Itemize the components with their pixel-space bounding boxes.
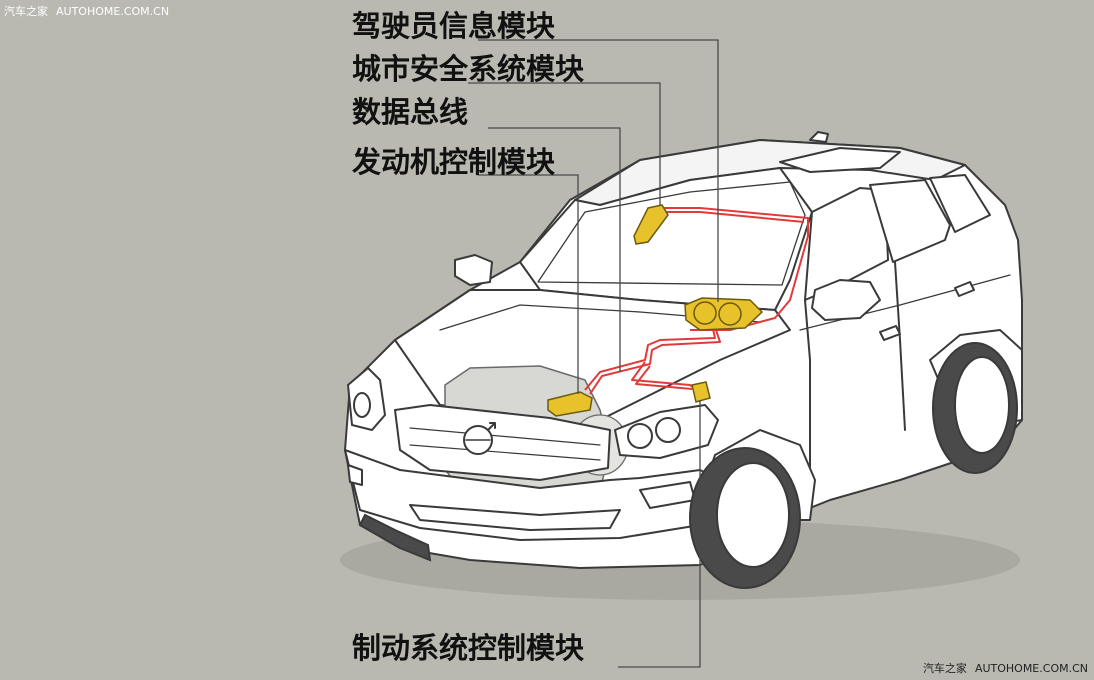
watermark-bottom-name: 汽车之家 — [922, 662, 967, 675]
grille-bar-1 — [409, 427, 601, 446]
front-left-tire — [358, 513, 432, 562]
right-mirror — [811, 279, 881, 321]
sunroof — [779, 147, 901, 173]
watermark-top-url: AUTOHOME.COM.CN — [56, 5, 170, 18]
rear-rim — [954, 356, 1010, 454]
front-door-handle — [879, 325, 901, 341]
leader-lines — [468, 39, 719, 668]
windshield-inner-line — [537, 181, 806, 286]
label-driver-info-module: 驾驶员信息模块 — [352, 9, 556, 43]
grille — [394, 404, 611, 481]
fog-light-left — [347, 464, 363, 486]
windshield — [519, 167, 813, 311]
right-headlight-lens-1 — [627, 423, 653, 449]
watermark-top: 汽车之家 AUTOHOME.COM.CN — [4, 3, 169, 19]
right-headlight-lens-2 — [655, 417, 681, 443]
rear-wheel — [932, 342, 1018, 474]
leader-brake-control — [618, 400, 701, 668]
engine-control-module — [547, 391, 593, 417]
bus-wire-dash — [584, 324, 716, 391]
car-illustration — [344, 131, 1023, 569]
body-side-crease — [799, 274, 1011, 331]
front-wheel — [689, 447, 801, 589]
leader-driver-info — [478, 39, 719, 302]
roof-antenna — [809, 131, 829, 143]
front-rim — [716, 462, 790, 568]
left-mirror — [454, 254, 493, 286]
city-safety-module — [633, 204, 669, 245]
label-city-safety-module: 城市安全系统模块 — [352, 52, 585, 86]
watermark-bottom-url: AUTOHOME.COM.CN — [974, 662, 1088, 675]
modules — [547, 204, 764, 417]
front-door-line — [804, 299, 811, 471]
front-left-wheel — [358, 513, 432, 562]
brand-badge-arrow — [487, 422, 496, 431]
label-brake-control-module: 制动系统控制模块 — [352, 631, 585, 665]
bumper-lower-intake — [409, 504, 621, 531]
label-engine-control-module: 发动机控制模块 — [352, 145, 556, 179]
leader-data-bus — [488, 127, 621, 372]
rear-side-window — [869, 179, 951, 263]
left-headlight-lens — [353, 392, 371, 418]
quarter-window — [929, 174, 991, 233]
bus-wire-engine-bay-2 — [635, 365, 693, 390]
watermark-bottom: 汽车之家 AUTOHOME.COM.CN — [923, 660, 1088, 676]
leader-engine-control — [478, 174, 579, 394]
leader-city-safety — [468, 82, 661, 205]
grille-bar-2 — [409, 444, 601, 461]
label-data-bus: 数据总线 — [352, 95, 469, 129]
watermark-top-name: 汽车之家 — [4, 5, 48, 18]
bus-wire-dash-2 — [589, 329, 721, 395]
brake-control-module — [691, 381, 711, 403]
rear-door-handle — [954, 281, 975, 297]
rear-door-line — [894, 261, 906, 431]
driver-info-gauge-1 — [693, 301, 717, 325]
bus-wire-roof-2 — [660, 211, 805, 223]
driver-info-gauge-2 — [718, 302, 742, 326]
